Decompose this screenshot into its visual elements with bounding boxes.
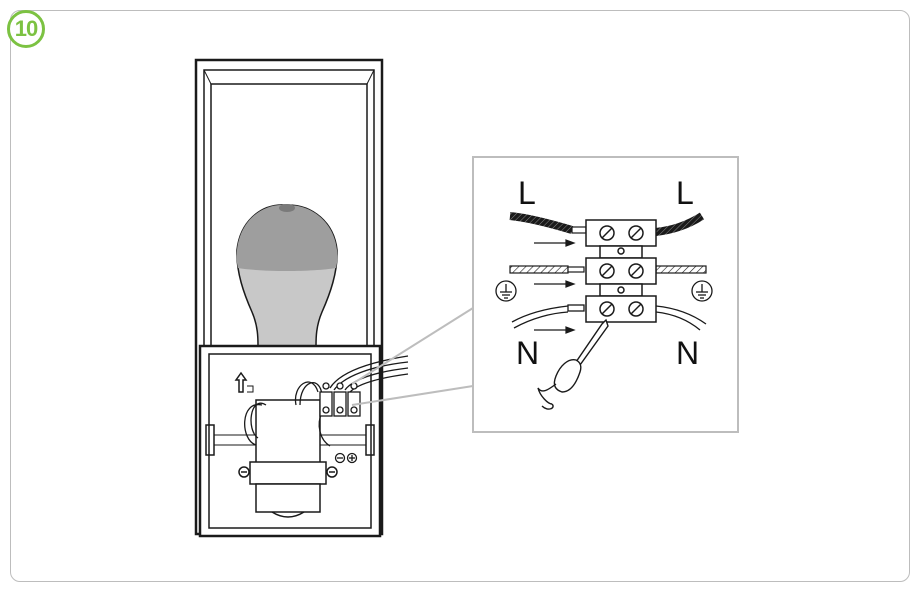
transformer-block — [238, 399, 338, 518]
step-frame — [10, 10, 910, 582]
screwdriver-icon — [537, 318, 609, 410]
lamp-wires — [244, 355, 409, 447]
lamp-terminal-block — [319, 382, 361, 464]
terminal-screw-icon — [599, 225, 644, 317]
label-live-right: L — [676, 175, 694, 211]
earth-ground-icon — [495, 280, 517, 302]
label-neutral-left: N — [516, 335, 539, 371]
label-neutral-right: N — [676, 335, 699, 371]
insert-arrows — [534, 239, 576, 334]
earth-wire-left — [509, 265, 585, 274]
earth-ground-icon — [691, 280, 713, 302]
label-live-left: L — [518, 175, 536, 211]
up-arrow-icon — [234, 371, 254, 393]
zoom-callout-lines — [351, 307, 474, 406]
earth-wire-right — [655, 265, 707, 274]
neutral-wire-right — [655, 305, 707, 331]
terminal-block-detail — [585, 219, 657, 323]
step-number-badge: 10 — [7, 10, 45, 48]
light-bulb-icon — [236, 204, 338, 347]
neutral-wire-left — [511, 304, 585, 329]
live-wire-right — [655, 212, 705, 236]
